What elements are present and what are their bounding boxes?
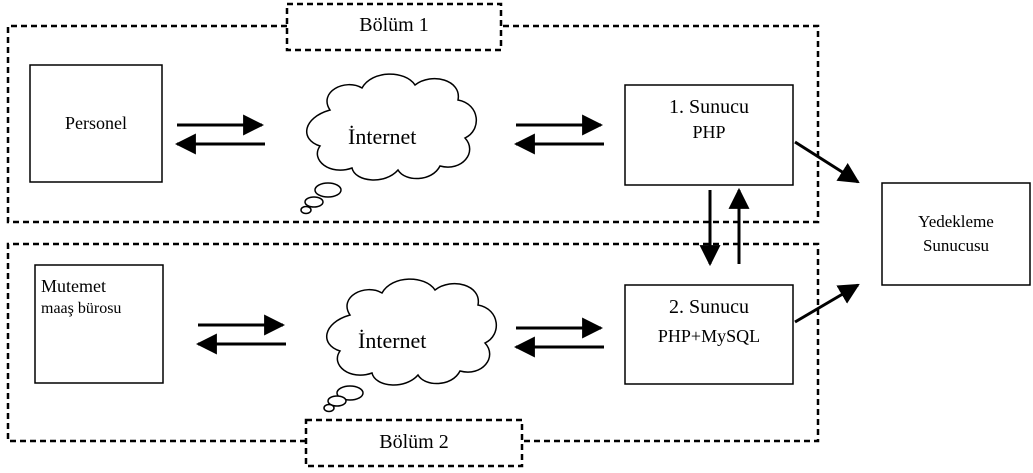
section1-title: Bölüm 1 bbox=[359, 14, 429, 36]
backup-box bbox=[881, 182, 1031, 286]
section2-title-box bbox=[304, 418, 524, 468]
server2-box bbox=[624, 284, 794, 385]
payroll-box bbox=[34, 264, 164, 384]
payroll-label-line2: maaş bürosu bbox=[41, 300, 122, 317]
internet-label-2: İnternet bbox=[358, 328, 427, 353]
server2-title: 2. Sunucu bbox=[669, 296, 749, 318]
personnel-label: Personel bbox=[65, 113, 127, 133]
section1-title-box bbox=[285, 2, 503, 52]
internet-cloud-1 bbox=[300, 73, 478, 215]
backup-label-line2: Sunucusu bbox=[922, 236, 990, 255]
server1-title: 1. Sunucu bbox=[669, 96, 749, 118]
payroll-label-line1: Mutemet bbox=[41, 276, 106, 296]
internet-label-1: İnternet bbox=[348, 124, 417, 149]
internet-cloud-2 bbox=[323, 278, 498, 413]
section2-title: Bölüm 2 bbox=[379, 431, 449, 453]
section1-frame bbox=[6, 24, 820, 224]
server2-tech: PHP+MySQL bbox=[657, 326, 761, 346]
section2-frame bbox=[6, 242, 820, 443]
arrow-server2-to-backup bbox=[794, 283, 860, 324]
arrow-server1-to-backup bbox=[794, 140, 860, 184]
backup-label-line1: Yedekleme bbox=[918, 212, 994, 231]
server1-box bbox=[624, 84, 794, 186]
server1-tech: PHP bbox=[692, 122, 726, 142]
personnel-box bbox=[29, 64, 163, 183]
